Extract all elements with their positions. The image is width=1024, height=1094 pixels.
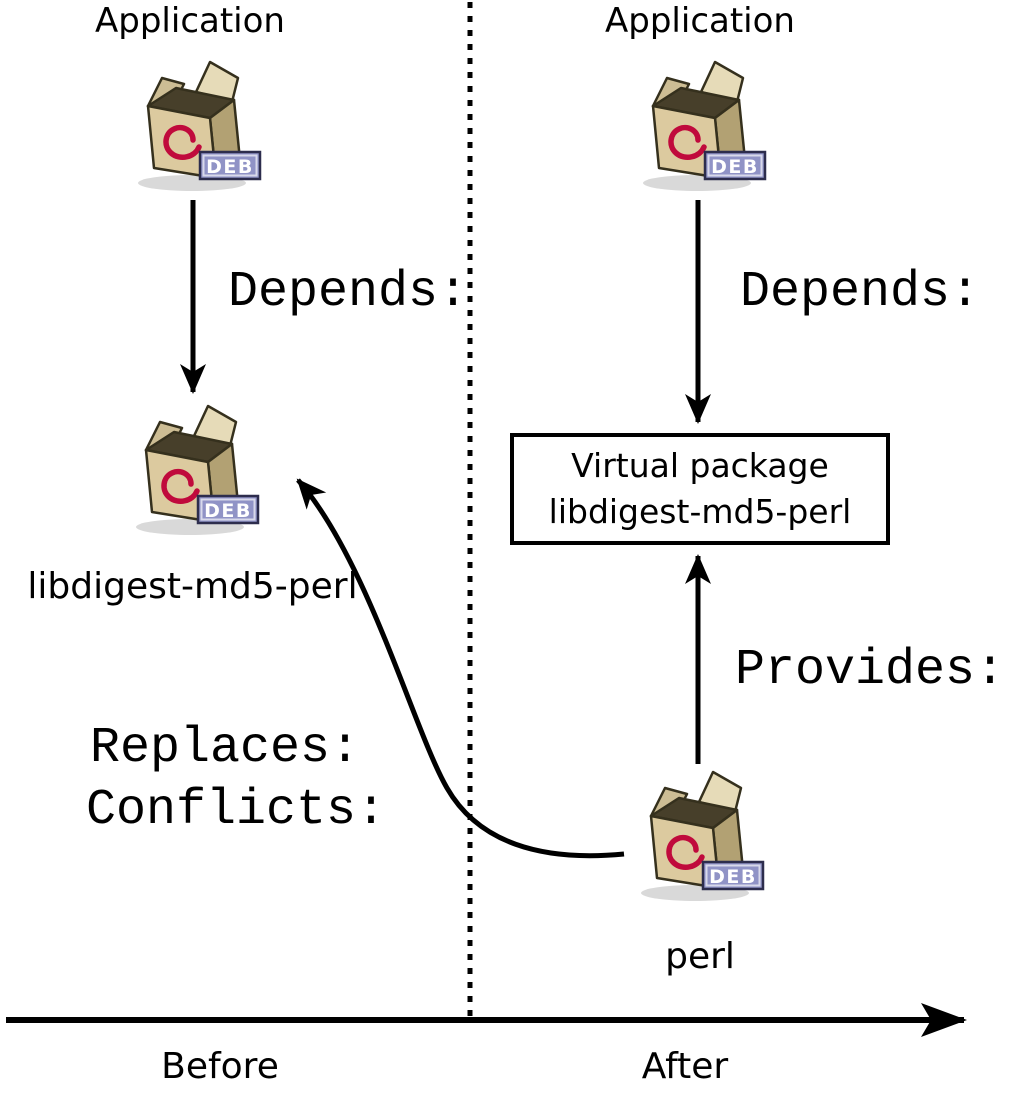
deb-badge-label: DEB [711,156,759,178]
axis-label-before: Before [161,1046,279,1087]
deb-box-graphic: DEB [641,770,765,901]
application-label-after: Application [605,1,795,41]
deb-package-icon: DEB [118,56,268,196]
deb-badge: DEB [198,150,262,181]
debian-swirl-icon [163,124,202,160]
replaces-conflicts-arrow [296,478,625,859]
perl-package-label: perl [665,936,735,977]
deb-badge-label: DEB [206,156,254,178]
box-shape [146,60,242,180]
depends-label-after: Depends: [740,264,981,321]
deb-badge-label: DEB [204,500,252,522]
debian-swirl-icon [666,834,705,870]
deb-box-graphic: DEB [138,60,262,191]
deb-box-graphic: DEB [643,60,767,191]
axis-label-after: After [641,1046,729,1087]
deb-badge: DEB [701,860,765,891]
virtual-package-line2: libdigest-md5-perl [548,492,852,531]
conflicts-label: Conflicts: [86,782,387,839]
deb-package-icon: DEB [621,766,771,906]
libdigest-package-label: libdigest-md5-perl [27,566,358,607]
replaces-label: Replaces: [90,720,361,777]
deb-package-icon: DEB [623,56,773,196]
virtual-package-box: Virtual package libdigest-md5-perl [510,433,890,545]
depends-label-before: Depends: [228,264,469,321]
debian-swirl-icon [668,124,707,160]
deb-badge: DEB [196,494,260,525]
deb-box-graphic: DEB [136,404,260,535]
deb-badge-label: DEB [709,866,757,888]
debian-swirl-icon [161,468,200,504]
deb-badge: DEB [703,150,767,181]
application-label-before: Application [95,1,285,41]
provides-label: Provides: [735,642,1006,699]
deb-package-icon: DEB [116,400,266,540]
virtual-package-line1: Virtual package [571,446,829,486]
